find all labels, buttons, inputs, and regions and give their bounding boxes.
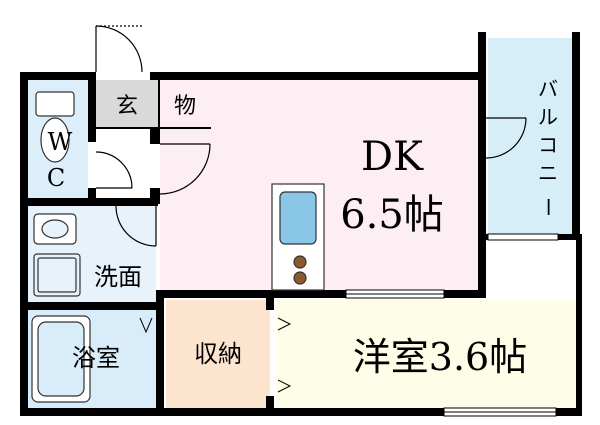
washbasin [33,213,77,245]
wet-door [115,205,157,247]
yokushitsu-label: 浴室 [72,344,120,372]
storage-door [277,317,292,393]
walls [20,32,582,416]
dk-name-label: DK [361,134,424,180]
balcony-char: コ [538,133,558,157]
bathtub [31,315,91,403]
wc-door [95,151,133,189]
balcony-char: バ [538,77,558,101]
windows [345,233,559,417]
genkan-floor [96,80,159,128]
balcony-door [485,117,527,159]
genkan-label: 玄 [116,94,138,119]
wc-label-c: C [47,164,65,192]
balcony-label: バ ル コ ニ ー [536,77,560,217]
mono-label: 物 [174,94,196,119]
bath-door [139,317,153,334]
shuno-label: 収納 [194,340,242,368]
western-room-floor [276,300,576,410]
balcony-char: ー [536,197,560,217]
yoshitsu-label: 洋室3.6帖 [353,335,527,379]
senmen-label: 洗面 [94,263,142,291]
dk-size-label: 6.5帖 [340,192,444,238]
balcony-floor [488,38,578,236]
entrance-door [95,25,143,73]
wc-label-w: W [48,128,73,156]
balcony-char: ル [538,105,558,129]
storage-floor [166,300,270,410]
kitchen-counter [271,183,325,291]
toilet [35,91,75,163]
dk-door [159,143,211,195]
washing-machine-pan [33,253,81,297]
balcony-char: ニ [538,161,558,185]
